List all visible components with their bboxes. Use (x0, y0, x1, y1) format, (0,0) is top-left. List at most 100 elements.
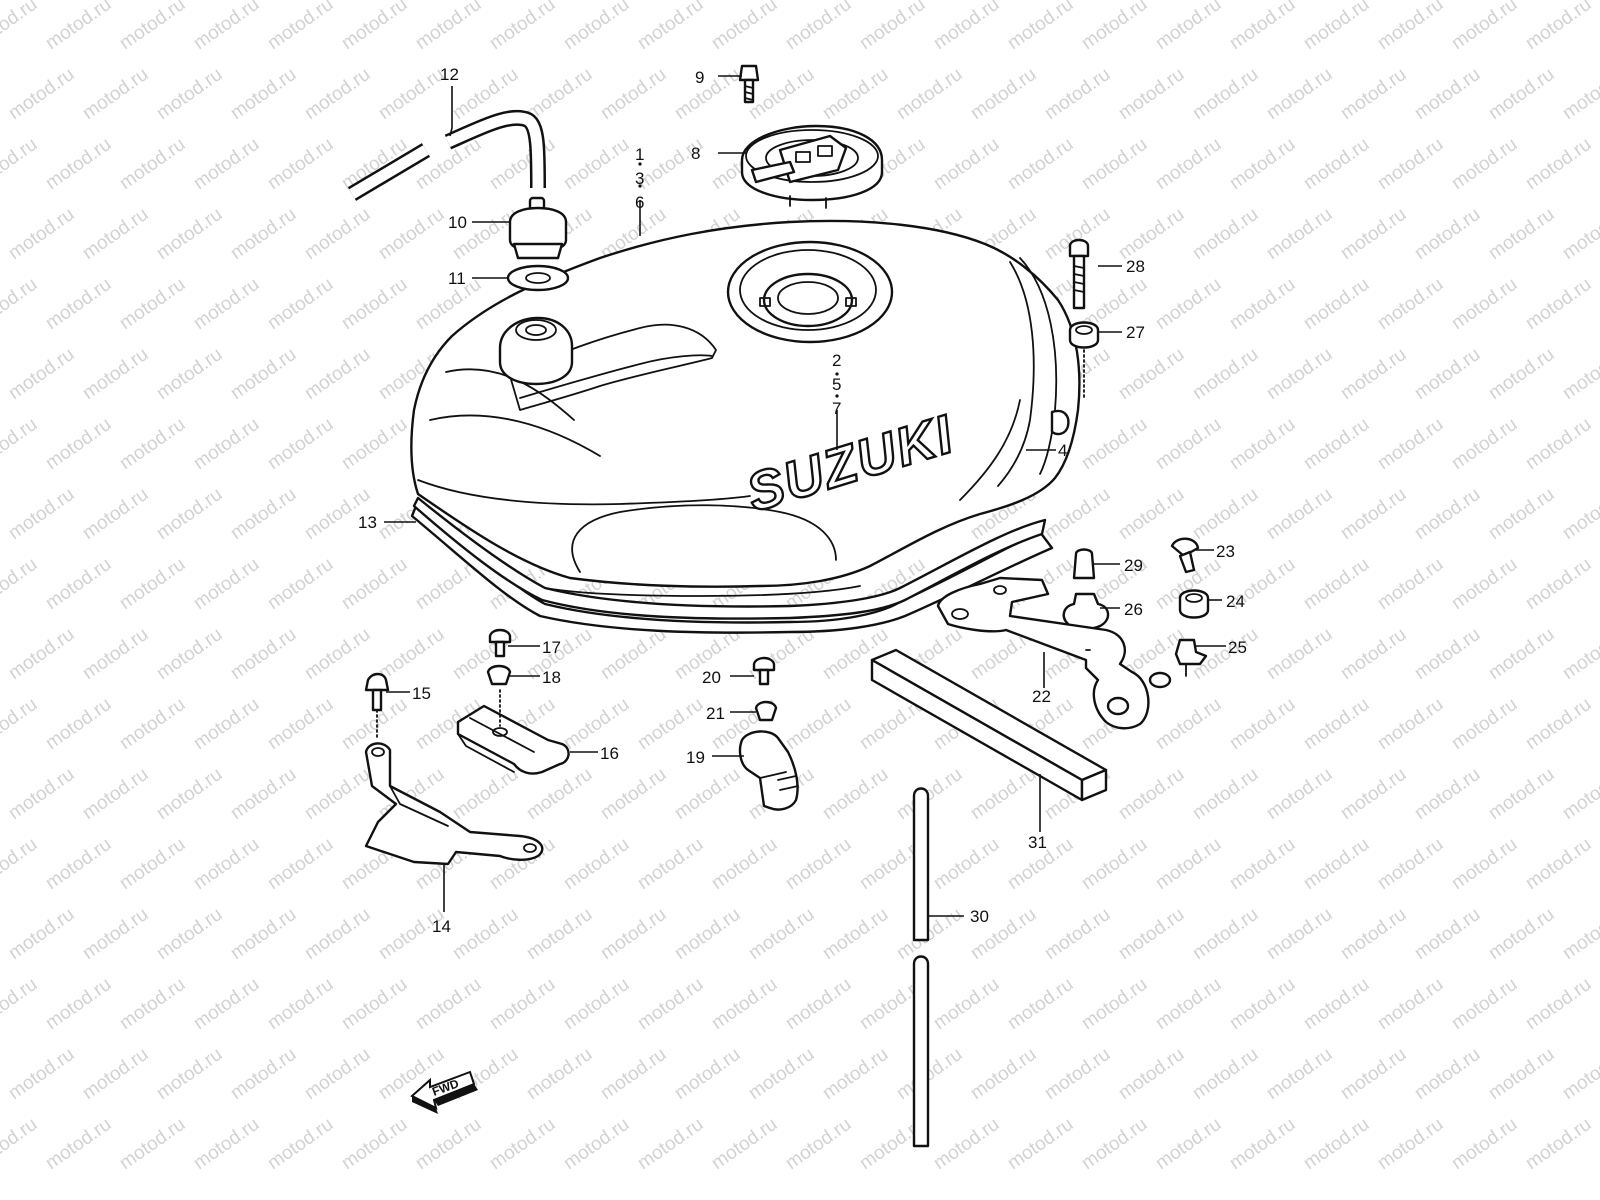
label-part-16: 16 (600, 744, 619, 763)
watermark-text: motod.ru (0, 484, 4, 544)
watermark-text: motod.ru (190, 134, 263, 194)
watermark-text: motod.ru (1485, 1044, 1558, 1104)
watermark-text: motod.ru (5, 1044, 78, 1104)
watermark-text: motod.ru (634, 834, 707, 894)
watermark-text: motod.ru (153, 484, 226, 544)
label-part-3: 3 (635, 169, 644, 188)
watermark-text: motod.ru (1226, 974, 1299, 1034)
label-part-4: 4 (1058, 441, 1067, 460)
watermark-text: motod.ru (301, 204, 374, 264)
watermark-text: motod.ru (1411, 624, 1484, 684)
watermark-text: motod.ru (301, 344, 374, 404)
watermark-text: motod.ru (597, 764, 670, 824)
watermark-text: motod.ru (930, 1114, 1003, 1174)
watermark-text: motod.ru (930, 834, 1003, 894)
sponge-31 (870, 648, 1108, 802)
watermark-text: motod.ru (190, 554, 263, 614)
watermark-text: motod.ru (671, 64, 744, 124)
watermark-text: motod.ru (634, 134, 707, 194)
watermark-text: motod.ru (227, 764, 300, 824)
watermark-text: motod.ru (1263, 204, 1336, 264)
watermark-text: motod.ru (0, 134, 41, 194)
label-part-8: 8 (691, 144, 700, 163)
watermark-text: motod.ru (42, 0, 115, 54)
bolt-23 (1170, 537, 1200, 574)
label-part-9: 9 (695, 68, 704, 87)
watermark-text: motod.ru (1263, 624, 1336, 684)
watermark-text: motod.ru (782, 834, 855, 894)
label-part-23: 23 (1216, 542, 1235, 561)
watermark-text: motod.ru (782, 1114, 855, 1174)
watermark-text: motod.ru (79, 904, 152, 964)
label-part-10: 10 (448, 213, 467, 232)
watermark-text: motod.ru (1559, 344, 1600, 404)
watermark-text: motod.ru (264, 1114, 337, 1174)
watermark-text: motod.ru (153, 624, 226, 684)
watermark-text: motod.ru (486, 0, 559, 54)
watermark-text: motod.ru (634, 694, 707, 754)
watermark-text: motod.ru (264, 414, 337, 474)
watermark-text: motod.ru (930, 0, 1003, 54)
watermark-text: motod.ru (1411, 764, 1484, 824)
watermark-text: motod.ru (116, 0, 189, 54)
watermark-text: motod.ru (301, 1044, 374, 1104)
watermark-text: motod.ru (819, 1044, 892, 1104)
watermark-text: motod.ru (1374, 554, 1447, 614)
watermark-text: motod.ru (0, 694, 41, 754)
bolt-25 (1174, 638, 1208, 677)
watermark-text: motod.ru (1337, 624, 1410, 684)
watermark-text: motod.ru (1374, 694, 1447, 754)
watermark-text: motod.ru (930, 134, 1003, 194)
label-part-27: 27 (1126, 323, 1145, 342)
watermark-text: motod.ru (1522, 274, 1595, 334)
watermark-text: motod.ru (1448, 1114, 1521, 1174)
watermark-text: motod.ru (227, 904, 300, 964)
watermark-text: motod.ru (1337, 344, 1410, 404)
watermark-text: motod.ru (153, 344, 226, 404)
watermark-text: motod.ru (1337, 1044, 1410, 1104)
watermark-text: motod.ru (1485, 484, 1558, 544)
watermark-text: motod.ru (42, 834, 115, 894)
watermark-text: motod.ru (1041, 1044, 1114, 1104)
label-part-2: 2 (832, 351, 841, 370)
watermark-text: motod.ru (338, 554, 411, 614)
cushion-27 (1068, 321, 1100, 399)
watermark-text: motod.ru (1485, 624, 1558, 684)
watermark-text: motod.ru (597, 64, 670, 124)
watermark-text: motod.ru (1189, 204, 1262, 264)
watermark-text: motod.ru (1337, 64, 1410, 124)
watermark-text: motod.ru (375, 64, 448, 124)
watermark-text: motod.ru (116, 694, 189, 754)
label-part-25: 25 (1228, 638, 1247, 657)
watermark-text: motod.ru (1411, 64, 1484, 124)
cushion-19 (738, 730, 799, 811)
watermark-text: motod.ru (1559, 624, 1600, 684)
watermark-text: motod.ru (79, 764, 152, 824)
watermark-text: motod.ru (1226, 134, 1299, 194)
watermark-text: motod.ru (116, 134, 189, 194)
watermark-text: motod.ru (1559, 484, 1600, 544)
watermark-text: motod.ru (5, 904, 78, 964)
screw-20 (752, 656, 776, 686)
label-part-13: 13 (358, 513, 377, 532)
watermark-text: motod.ru (153, 764, 226, 824)
watermark-text: motod.ru (116, 974, 189, 1034)
watermark-text: motod.ru (190, 414, 263, 474)
watermark-text: motod.ru (42, 274, 115, 334)
watermark-text: motod.ru (42, 414, 115, 474)
watermark-text: motod.ru (1300, 274, 1373, 334)
watermark-text: motod.ru (1448, 274, 1521, 334)
watermark-text: motod.ru (486, 1114, 559, 1174)
watermark-text: motod.ru (1337, 764, 1410, 824)
watermark-text: motod.ru (449, 764, 522, 824)
watermark-text: motod.ru (893, 764, 966, 824)
label-part-5: 5 (832, 375, 841, 394)
watermark-text: motod.ru (1263, 484, 1336, 544)
watermark-text: motod.ru (967, 64, 1040, 124)
watermark-text: motod.ru (1300, 694, 1373, 754)
watermark-text: motod.ru (1485, 344, 1558, 404)
watermark-text: motod.ru (42, 974, 115, 1034)
bolt-15 (364, 672, 390, 741)
watermark-text: motod.ru (264, 554, 337, 614)
watermark-text: motod.ru (782, 694, 855, 754)
